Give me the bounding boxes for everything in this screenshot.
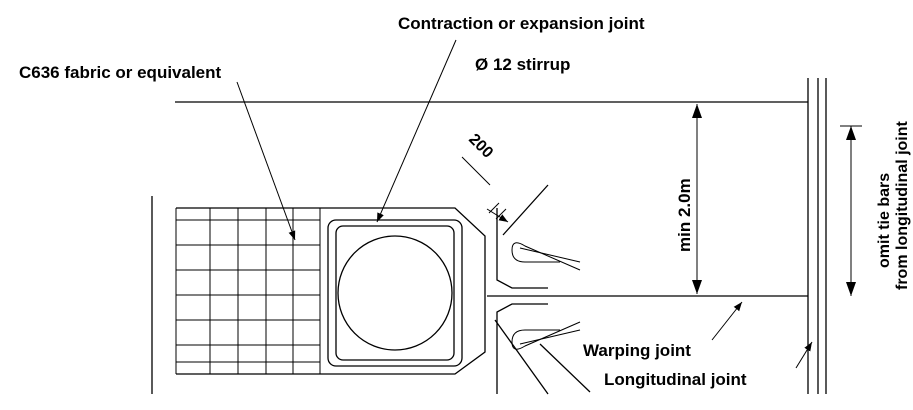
min-width-arrow-bottom: [692, 280, 702, 294]
leader-longitudinal: [795, 341, 813, 369]
min-width-arrow-top: [692, 104, 702, 118]
dimension-200-label: 200: [465, 131, 496, 162]
leader-joint: [376, 39, 457, 223]
omit-tie-bars-label-1: omit tie bars: [876, 173, 893, 268]
fabric-label: C636 fabric or equivalent: [19, 63, 222, 82]
longitudinal-joint-label: Longitudinal joint: [604, 370, 747, 389]
stirrup-inner: [335, 225, 455, 361]
dowel-circle: [337, 235, 453, 351]
joint-type-label: Contraction or expansion joint: [398, 14, 645, 33]
upper-hook-bar: [496, 184, 581, 289]
lower-hook-bar: [494, 303, 591, 395]
fabric-mesh: [175, 208, 321, 374]
omit-arrow-bottom: [846, 282, 856, 296]
omit-arrow-top: [846, 126, 856, 140]
stirrup-outer: [327, 219, 463, 367]
min-width-label: min 2.0m: [675, 178, 694, 252]
dimension-200: [461, 156, 509, 223]
leader-warping: [711, 301, 743, 341]
stirrup-label: Ø 12 stirrup: [475, 55, 570, 74]
reinforcement-outline: [176, 207, 486, 375]
omit-tie-bars-label-2: from longitudinal joint: [894, 120, 911, 290]
leader-fabric: [236, 81, 296, 241]
warping-joint-label: Warping joint: [583, 341, 691, 360]
